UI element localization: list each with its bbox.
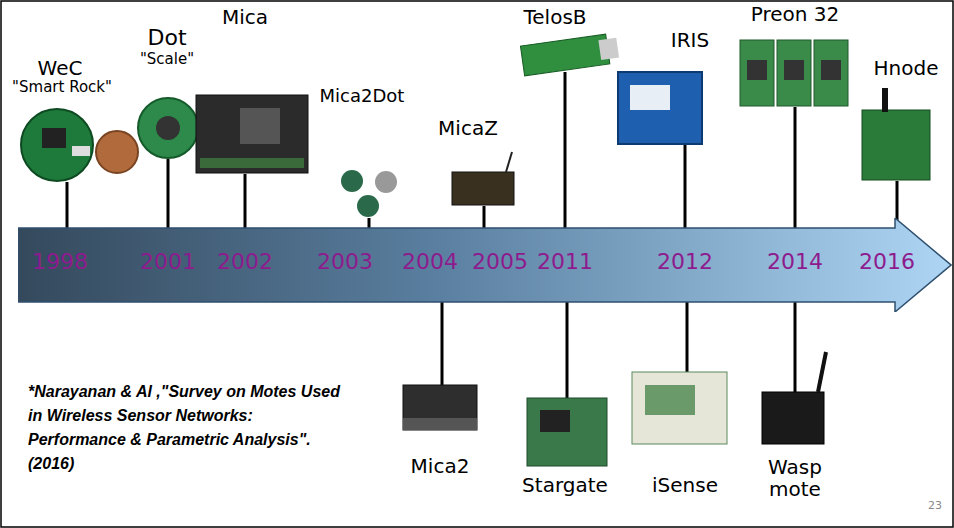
citation: *Narayanan & Al ,"Survey on Motes Used i… xyxy=(28,380,346,476)
antenna xyxy=(506,152,512,172)
leader-line xyxy=(564,72,567,228)
year-label: 2001 xyxy=(140,250,196,274)
battery-pack xyxy=(403,418,477,430)
leader-line xyxy=(794,300,797,392)
stargate-board xyxy=(527,398,607,466)
leader-line xyxy=(794,107,797,228)
board xyxy=(403,385,477,430)
leader-line xyxy=(566,300,569,398)
mote-name: Dot xyxy=(147,25,186,50)
preon32-boards xyxy=(740,40,848,106)
year-label: 2014 xyxy=(767,250,823,274)
board xyxy=(862,110,930,180)
chip xyxy=(240,108,280,144)
board xyxy=(452,172,514,205)
antenna xyxy=(882,88,888,112)
year-label: 2005 xyxy=(472,250,528,274)
leader-line xyxy=(167,159,170,228)
board xyxy=(632,372,727,444)
chip xyxy=(747,60,767,80)
board xyxy=(196,95,308,173)
mote-name: IRIS xyxy=(671,29,709,52)
strip xyxy=(200,158,304,168)
wec-board xyxy=(21,109,138,181)
dot-board xyxy=(138,98,198,158)
penny xyxy=(96,131,138,173)
mote-name: MicaZ xyxy=(438,117,498,140)
waspmote-board xyxy=(762,352,826,444)
board xyxy=(618,72,702,144)
leader-line xyxy=(684,145,687,228)
leader-line xyxy=(483,206,486,228)
coin xyxy=(375,171,397,193)
board xyxy=(762,392,824,444)
module xyxy=(630,85,670,110)
mote-name: Hnode xyxy=(874,57,939,80)
year-label: 2016 xyxy=(859,250,915,274)
mote-name: TelosB xyxy=(523,6,586,29)
round-board xyxy=(21,109,93,181)
mica2dot-boards xyxy=(341,170,397,217)
mote-name: Mica xyxy=(222,6,268,29)
mote-name: Stargate xyxy=(522,474,608,497)
page-number: 23 xyxy=(928,500,942,513)
board xyxy=(777,40,811,106)
leader-line xyxy=(441,300,444,385)
arrow-outline xyxy=(18,218,951,312)
mica-board xyxy=(196,95,308,173)
year-label: 2004 xyxy=(402,250,458,274)
mote-name: WeC xyxy=(38,57,83,80)
micaz-board xyxy=(452,152,514,205)
leader-line xyxy=(368,218,371,228)
board xyxy=(520,34,609,76)
chip xyxy=(821,60,841,80)
hnode-board xyxy=(862,88,930,180)
year-label: 2012 xyxy=(657,250,713,274)
year-label: 1998 xyxy=(32,250,88,274)
board xyxy=(814,40,848,106)
module xyxy=(645,385,695,415)
usb-plug xyxy=(598,38,619,60)
mote-name: Mica2Dot xyxy=(320,86,405,107)
timeline-arrow: 1998 2001 2002 2003 2004 2005 2011 2012 2014 2016 xyxy=(18,218,952,312)
year-label: 2003 xyxy=(317,250,373,274)
round-board xyxy=(357,195,379,217)
chip xyxy=(784,60,804,80)
iris-board xyxy=(618,72,702,144)
connector xyxy=(72,146,90,156)
mote-name: Wasp mote xyxy=(759,456,831,500)
round-board xyxy=(138,98,198,158)
chip xyxy=(156,116,180,140)
board xyxy=(527,398,607,466)
mote-name: Mica2 xyxy=(411,455,470,478)
chip xyxy=(42,128,66,148)
mica2-board xyxy=(403,385,477,430)
telosb-board xyxy=(520,33,619,76)
isense-board xyxy=(632,372,727,444)
chip xyxy=(540,410,570,432)
mote-name: iSense xyxy=(652,474,718,497)
board xyxy=(740,40,774,106)
round-board xyxy=(341,170,363,192)
leader-line xyxy=(244,174,247,228)
mote-name: Preon 32 xyxy=(751,3,840,26)
antenna xyxy=(818,352,826,392)
nickname: "Scale" xyxy=(140,51,194,68)
leader-line xyxy=(686,300,689,372)
year-label: 2011 xyxy=(537,250,593,274)
nickname: "Smart Rock" xyxy=(12,79,112,96)
year-label: 2002 xyxy=(217,250,273,274)
leader-line xyxy=(66,182,69,228)
